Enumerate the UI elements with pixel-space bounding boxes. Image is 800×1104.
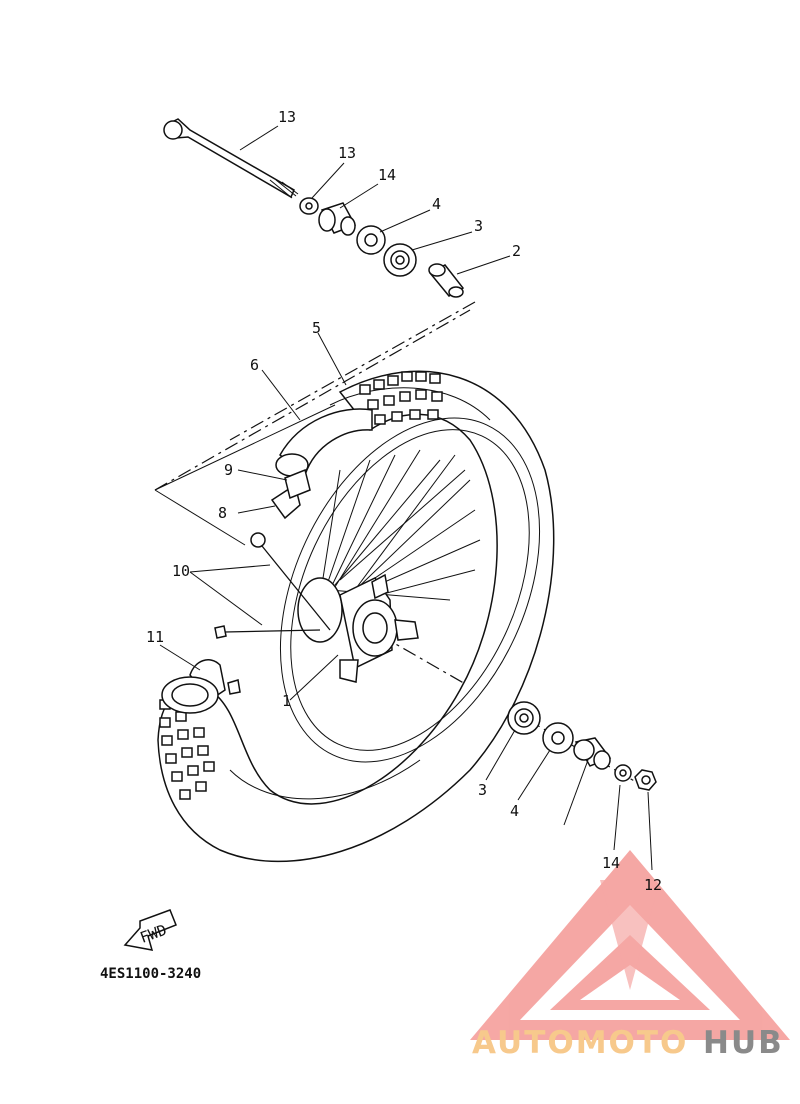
callout-13-lower: 14	[602, 854, 620, 872]
screw-9a	[250, 532, 331, 631]
bearing-3-lower	[507, 701, 541, 735]
spokes	[317, 449, 481, 611]
callout-3-upper: 3	[474, 217, 483, 235]
spacer-14-upper	[318, 202, 357, 236]
callout-2: 2	[512, 242, 521, 260]
callout-3-lower: 3	[478, 781, 487, 799]
watermark-part1: AUTOMOTO	[472, 1025, 688, 1061]
callout-4-upper: 4	[432, 195, 441, 213]
watermark-text: AUTOMOTO HUB	[472, 1025, 784, 1061]
collar-13-lower	[614, 764, 632, 782]
callout-11: 13	[278, 108, 296, 126]
oil-seal-4-lower	[542, 722, 574, 754]
rim-lock-8	[284, 468, 311, 500]
callout-12: 12	[644, 876, 662, 894]
hub-1	[297, 573, 419, 683]
bearing-3-upper	[383, 243, 417, 277]
callout-labels: 13 13 14 4 3 2 5 6 9 8 10 11 1 3 4 14 12	[146, 108, 662, 894]
tread-top	[359, 371, 443, 425]
callout-13-upper: 13	[338, 144, 356, 162]
callout-4-lower: 4	[510, 802, 519, 820]
watermark-part2: HUB	[703, 1025, 784, 1061]
spacer-14-lower	[573, 737, 612, 770]
callout-7: 8	[218, 504, 227, 522]
callout-5: 5	[312, 319, 321, 337]
watermark-logo	[470, 850, 790, 1040]
callout-9: 10	[172, 562, 190, 580]
collar-13-upper	[299, 197, 319, 215]
rim	[279, 417, 541, 763]
leader-lines	[154, 125, 653, 871]
screw-9b	[214, 625, 321, 639]
hub-spacer-2	[428, 263, 465, 298]
callout-1: 1	[282, 692, 291, 710]
tire-5	[157, 370, 555, 863]
nut-12	[634, 769, 657, 791]
oil-seal-4-upper	[356, 225, 386, 255]
callout-14-upper: 14	[378, 166, 396, 184]
axle-shaft	[163, 118, 299, 199]
diagram-code: 4ES1100-3240	[100, 966, 201, 982]
callout-10: 11	[146, 628, 164, 646]
protector-10	[161, 659, 241, 714]
fwd-arrow-icon: FWD	[123, 909, 177, 951]
callout-6: 6	[250, 356, 259, 374]
callout-8: 9	[224, 461, 233, 479]
tube-6	[275, 408, 373, 477]
